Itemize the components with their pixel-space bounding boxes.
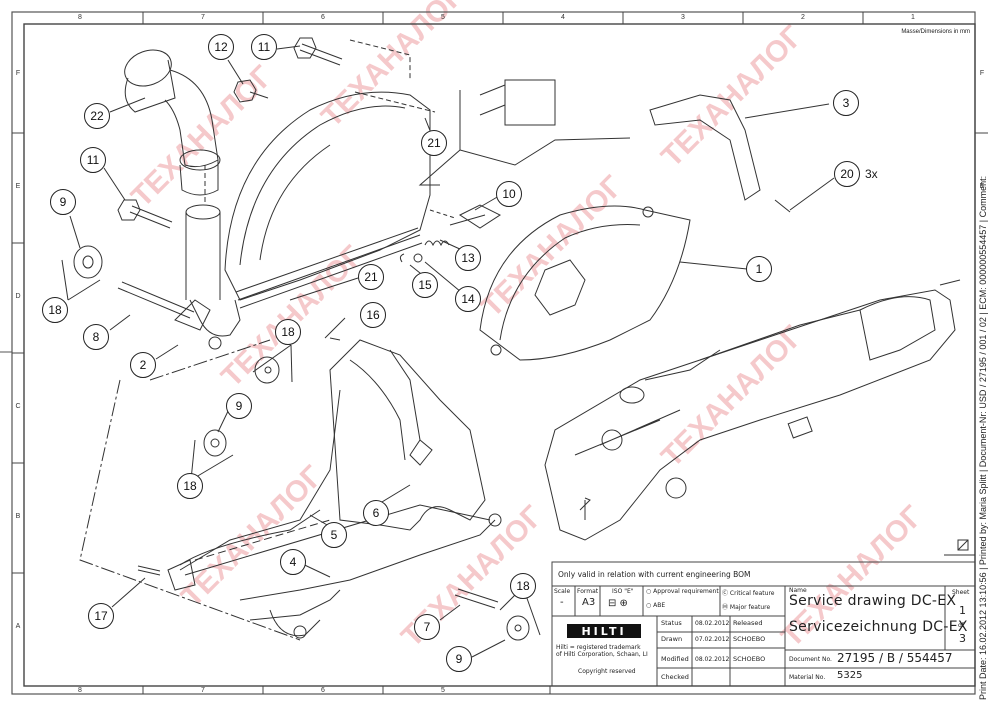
sheet-label: Sheet xyxy=(952,589,970,596)
copyright-note: Copyright reserved xyxy=(578,668,636,675)
drawing-name-de: Servicezeichnung DC-EX xyxy=(789,619,968,635)
validity-note: Only valid in relation with current engi… xyxy=(558,570,751,579)
modified-row-value: SCHOEBO xyxy=(733,655,766,663)
callout-part-17: 17 xyxy=(88,603,114,629)
modified-row-date: 08.02.2012 xyxy=(695,656,730,663)
trademark-note: Hilti = registered trademark xyxy=(556,644,641,651)
zone-label-top: 5 xyxy=(441,14,445,21)
callout-part-16: 16 xyxy=(360,302,386,328)
iso-label: ISO "E" xyxy=(612,588,634,595)
callout-part-12: 12 xyxy=(208,34,234,60)
callout-part-6: 6 xyxy=(363,500,389,526)
approval-requirement-label: Approval requirement xyxy=(653,588,719,595)
zone-label-bottom: 8 xyxy=(78,687,82,694)
callout-part-5: 5 xyxy=(321,522,347,548)
sheet-of: of xyxy=(958,622,964,629)
modified-row-label: Modified xyxy=(661,655,689,663)
inner-frame xyxy=(23,23,976,687)
callout-part-11: 11 xyxy=(80,147,106,173)
zone-label-bottom: 5 xyxy=(441,687,445,694)
critical-feature-label: Critical feature xyxy=(729,590,775,597)
hilti-logo: HILTI xyxy=(567,624,641,638)
callout-part-1: 1 xyxy=(746,256,772,282)
callout-part-20: 20 xyxy=(834,161,860,187)
callout-part-22: 22 xyxy=(84,103,110,129)
callout-part-18: 18 xyxy=(275,319,301,345)
zone-label-left: E xyxy=(15,183,21,190)
zone-label-top: 1 xyxy=(911,14,915,21)
callout-part-2: 2 xyxy=(130,352,156,378)
callout-part-18: 18 xyxy=(42,297,68,323)
title-block: Only valid in relation with current engi… xyxy=(552,562,977,686)
abe: ○ ABE xyxy=(646,602,666,609)
format-value: A3 xyxy=(582,597,596,608)
trademark-note: of Hilti Corporation, Schaan, LI xyxy=(556,651,648,658)
document-no-value: 27195 / B / 554457 xyxy=(837,651,953,665)
abe-label: ABE xyxy=(653,602,666,609)
zone-label-bottom: 6 xyxy=(321,687,325,694)
callout-part-11: 11 xyxy=(251,34,277,60)
callout-part-10: 10 xyxy=(496,181,522,207)
checked-row-label: Checked xyxy=(661,673,689,681)
projection-symbol-icon: ⊟ ⊕ xyxy=(608,598,628,609)
zone-label-top: 3 xyxy=(681,14,685,21)
zone-label-left: A xyxy=(15,623,21,630)
zone-label-top: 2 xyxy=(801,14,805,21)
zone-label-bottom: 7 xyxy=(201,687,205,694)
callout-part-9: 9 xyxy=(50,189,76,215)
drawn-row-date: 07.02.2012 xyxy=(695,636,730,643)
format-label: Format xyxy=(577,588,599,595)
zone-label-right: F xyxy=(979,70,985,77)
zone-label-left: D xyxy=(15,293,21,300)
sheet-total: 3 xyxy=(959,632,966,645)
callout-part-7: 7 xyxy=(414,614,440,640)
callout-part-21: 21 xyxy=(358,264,384,290)
critical-feature: Ⓒ Critical feature xyxy=(722,590,775,597)
callout-part-21: 21 xyxy=(421,130,447,156)
approval-requirement: ○ Approval requirement xyxy=(646,588,719,595)
zone-label-top: 8 xyxy=(78,14,82,21)
status-row-date: 08.02.2012 xyxy=(695,620,730,627)
status-row-label: Status xyxy=(661,619,682,627)
callout-part-9: 9 xyxy=(226,393,252,419)
callout-part-18: 18 xyxy=(177,473,203,499)
dimensions-note: Masse/Dimensions in mm xyxy=(901,29,970,35)
drawing-name-en: Service drawing DC-EX xyxy=(789,593,957,609)
major-feature: Ⓜ Major feature xyxy=(722,604,771,611)
callout-part-15: 15 xyxy=(412,272,438,298)
major-feature-label: Major feature xyxy=(729,604,771,611)
zone-label-left: F xyxy=(15,70,21,77)
status-row-value: Released xyxy=(733,619,763,627)
callout-part-18: 18 xyxy=(510,573,536,599)
scale-label: Scale xyxy=(554,588,571,595)
material-no-value: 5325 xyxy=(837,670,863,681)
document-no-label: Document No. xyxy=(789,656,832,663)
callout-part-14: 14 xyxy=(455,286,481,312)
callout-part-8: 8 xyxy=(83,324,109,350)
callout-part-3: 3 xyxy=(833,90,859,116)
drawn-row-label: Drawn xyxy=(661,635,683,643)
scale-value: - xyxy=(560,597,564,608)
zone-label-top: 7 xyxy=(201,14,205,21)
zone-label-left: C xyxy=(15,403,21,410)
print-info-side-text: Print Date: 16.02.2012 13:10:56 | Printe… xyxy=(978,175,988,700)
zone-label-top: 6 xyxy=(321,14,325,21)
name-label: Name xyxy=(789,587,807,594)
quantity-note: 3x xyxy=(865,167,878,181)
drawn-row-value: SCHOEBO xyxy=(733,635,766,643)
callout-part-4: 4 xyxy=(280,549,306,575)
callout-part-9: 9 xyxy=(446,646,472,672)
material-no-label: Material No. xyxy=(789,674,826,681)
zone-label-right: E xyxy=(979,183,985,190)
zone-label-top: 4 xyxy=(561,14,565,21)
callout-part-13: 13 xyxy=(455,245,481,271)
zone-label-left: B xyxy=(15,513,21,520)
sheet-number: 1 xyxy=(959,604,966,617)
